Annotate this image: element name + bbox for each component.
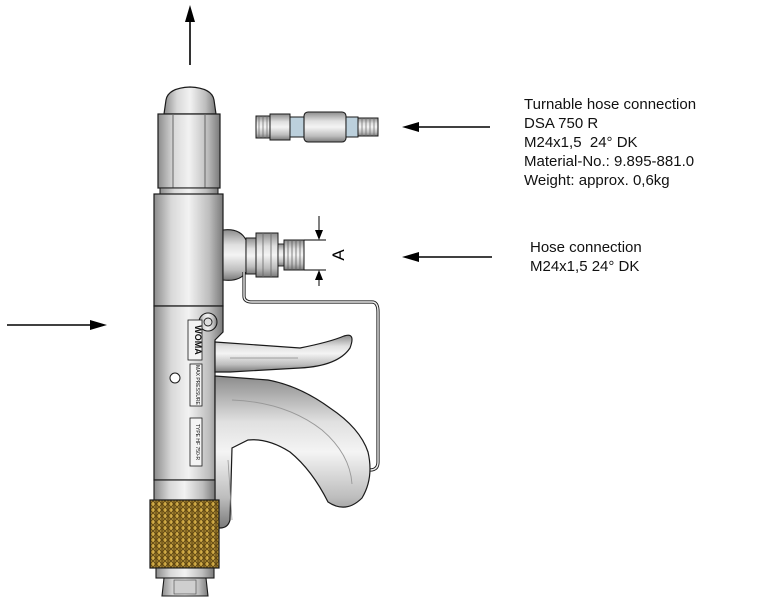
knurled-coupling — [149, 479, 220, 569]
dimension-a-marker: A — [304, 216, 348, 286]
hex-nut — [157, 113, 221, 195]
lower-body: WOMA MAX PRESSURE TYPE HF 750-R — [153, 305, 224, 481]
warning-marking: MAX PRESSURE — [194, 365, 200, 405]
outlet-arrow — [185, 5, 195, 65]
brand-marking: WOMA — [193, 325, 203, 355]
trigger-lever — [214, 334, 353, 373]
type-plate-marking: TYPE HF 750-R — [194, 424, 200, 461]
turnable-hose-connection-part — [255, 111, 379, 143]
grip-handle — [214, 375, 371, 529]
inlet-arrow — [7, 320, 107, 330]
turnable-line-2: DSA 750 R — [524, 115, 599, 132]
outlet-nipple — [155, 567, 215, 597]
trigger-wire — [242, 272, 380, 472]
nozzle-cap — [163, 86, 217, 115]
turnable-hose-connection-label: Turnable hose connection DSA 750 R M24x1… — [524, 95, 696, 190]
turnable-line-4: Material-No.: 9.895-881.0 — [524, 153, 695, 170]
hose-connection-arrow — [402, 252, 492, 262]
hose-line-1: Hose connection — [530, 239, 642, 256]
turnable-connection-arrow — [402, 122, 490, 132]
turnable-line-3: M24x1,5 24° DK — [524, 134, 638, 151]
hose-connection-label: Hose connection M24x1,5 24° DK — [530, 238, 642, 276]
hose-line-2: M24x1,5 24° DK — [530, 258, 640, 275]
turnable-line-5: Weight: approx. 0,6kg — [524, 172, 670, 189]
barrel-body — [153, 193, 224, 307]
side-hose-connection — [222, 229, 305, 281]
dimension-a-label: A — [329, 249, 348, 261]
turnable-line-1: Turnable hose connection — [524, 96, 697, 113]
